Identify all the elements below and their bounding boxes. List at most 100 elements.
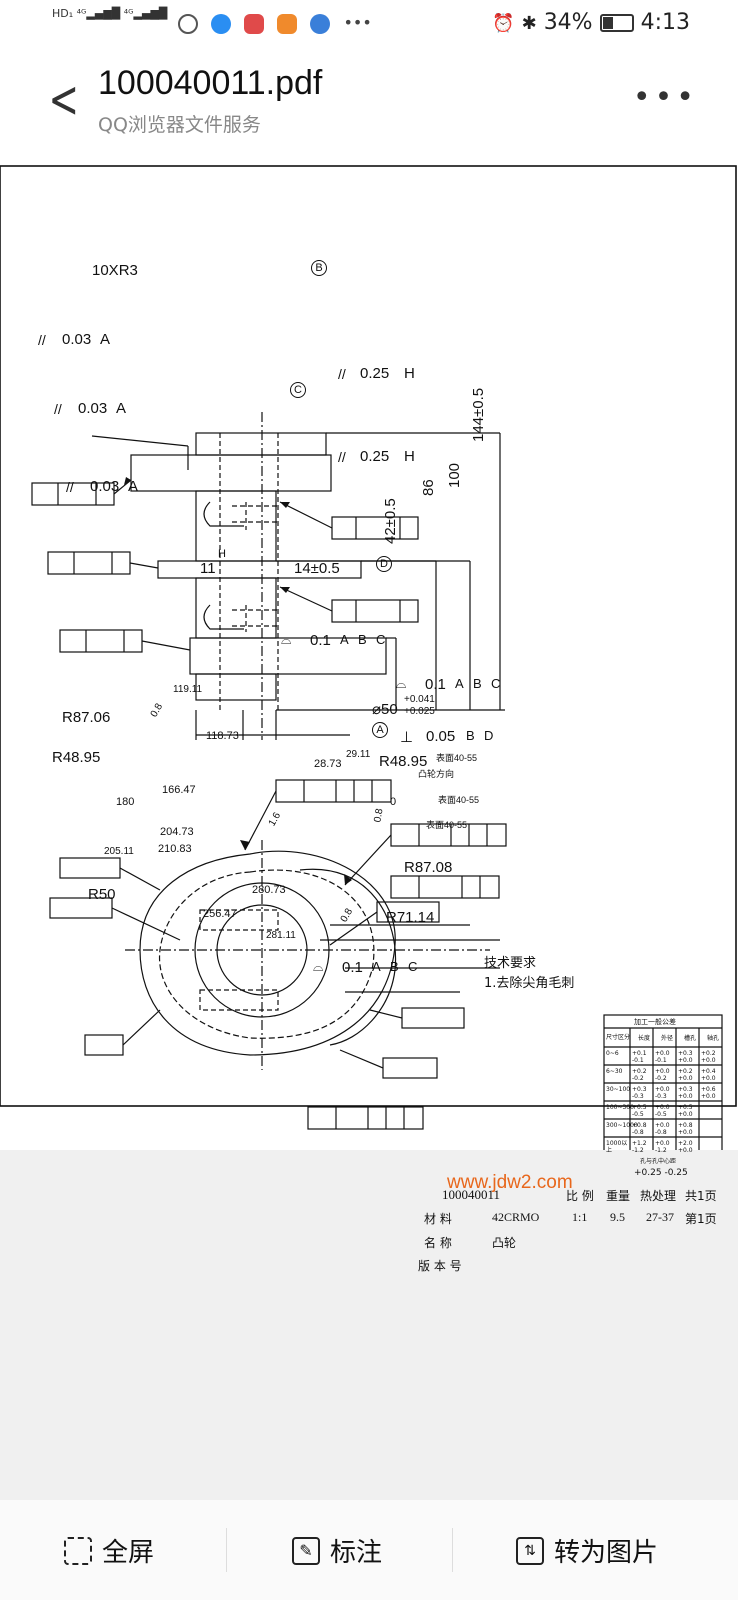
tol-cell: +0.0 -0.8 bbox=[655, 1122, 670, 1136]
dim-86: 86 bbox=[420, 479, 437, 496]
annotate-button[interactable]: ✎ 标注 bbox=[292, 1532, 382, 1569]
parallel-icon: // bbox=[54, 401, 62, 417]
surface-note-2: 表面40-55 bbox=[438, 795, 480, 805]
annotate-label: 标注 bbox=[330, 1538, 383, 1568]
angle-119: 119.11 bbox=[173, 684, 203, 695]
back-arrow-icon[interactable]: < bbox=[48, 70, 80, 130]
profile-icon: ⌓ bbox=[313, 959, 324, 974]
tol-cell: +0.1 -0.1 bbox=[632, 1050, 647, 1064]
angle-28: 28.73 bbox=[314, 758, 342, 770]
radius-48-95-b: R48.95 bbox=[379, 753, 428, 770]
tol-cell: +0.3 +0.0 bbox=[678, 1086, 693, 1100]
tol-cell: +0.2 +0.0 bbox=[678, 1068, 693, 1082]
bluetooth-icon: ✱ bbox=[521, 13, 537, 34]
diameter-lower: +0.025 bbox=[404, 706, 435, 717]
tol-cell: 6~30 bbox=[606, 1068, 623, 1075]
battery-percent: 34% bbox=[543, 10, 593, 35]
tol-cell: +0.2 -0.2 bbox=[632, 1068, 647, 1082]
diameter-upper: +0.041 bbox=[404, 694, 435, 705]
overflow-icon: ••• bbox=[343, 13, 372, 32]
angle-281: 281.11 bbox=[266, 930, 296, 941]
scale-label: 比 例 bbox=[566, 1189, 594, 1203]
battery-icon bbox=[599, 14, 634, 32]
tol-parallel-2: 0.03 bbox=[78, 400, 108, 417]
datum-ref-h-2: H bbox=[404, 448, 415, 465]
radius-87-08: R87.08 bbox=[404, 859, 453, 876]
datum-ref-h-1: H bbox=[404, 365, 415, 382]
tol-cell: 0~6 bbox=[606, 1050, 619, 1057]
angle-0: 0 bbox=[390, 796, 397, 808]
tol-perp: 0.05 bbox=[426, 728, 456, 745]
datum-ref-a-6: A bbox=[372, 959, 381, 974]
angle-118: 118.73 bbox=[206, 730, 239, 742]
tol-cell: +0.4 +0.0 bbox=[701, 1068, 716, 1082]
scale-value: 1:1 bbox=[572, 1210, 588, 1224]
datum-ref-d-1: D bbox=[484, 728, 494, 743]
tol-header-1: 长度 bbox=[638, 1035, 651, 1042]
heat-label: 热处理 bbox=[640, 1189, 677, 1203]
tol-cell: 30~100 bbox=[606, 1086, 631, 1093]
radius-71-14: R71.14 bbox=[386, 909, 435, 926]
material-label: 材 料 bbox=[424, 1212, 452, 1226]
tol-cell: +0.8 -0.8 bbox=[632, 1122, 647, 1136]
fullscreen-icon bbox=[64, 1536, 92, 1565]
datum-a-marker: A bbox=[372, 722, 388, 738]
version-label: 版 本 号 bbox=[418, 1259, 462, 1273]
signal-icon: HD₁ ⁴ᴳ▂▄▆█ ⁴ᴳ▂▄▆█ bbox=[52, 7, 168, 20]
convert-to-image-label: 转为图片 bbox=[554, 1538, 659, 1568]
profile-icon: ⌓ bbox=[281, 632, 292, 647]
total-pages: 共1页 bbox=[685, 1189, 717, 1203]
weight-label: 重量 bbox=[606, 1189, 631, 1203]
status-bar: HD₁ ⁴ᴳ▂▄▆█ ⁴ᴳ▂▄▆█ ••• ⏰ ✱ 34% 4:13 bbox=[0, 0, 738, 50]
tol-cell: +0.3 -0.3 bbox=[632, 1086, 647, 1100]
dim-100: 100 bbox=[446, 462, 463, 488]
alarm-icon: ⏰ bbox=[492, 13, 515, 34]
datum-d-marker: D bbox=[376, 556, 392, 572]
tol-cell: 1000以上 bbox=[606, 1140, 628, 1154]
datum-ref-c-2: C bbox=[491, 676, 501, 691]
fullscreen-button[interactable]: 全屏 bbox=[64, 1532, 154, 1569]
tol-parallel-4: 0.25 bbox=[360, 365, 390, 382]
datum-c-marker: C bbox=[290, 382, 306, 398]
network-indicator: HD₁ ⁴ᴳ▂▄▆█ ⁴ᴳ▂▄▆█ bbox=[52, 6, 167, 20]
angle-204: 204.73 bbox=[160, 826, 194, 838]
tol-header-4: 轴孔 bbox=[707, 1035, 720, 1042]
tech-requirements-title: 技术要求 bbox=[484, 956, 537, 971]
convert-to-image-button[interactable]: ⇅ 转为图片 bbox=[516, 1532, 658, 1569]
name-value: 凸轮 bbox=[492, 1236, 517, 1250]
k-app-icon bbox=[178, 13, 198, 34]
tol-parallel-3: 0.03 bbox=[90, 478, 120, 495]
heat-value: 27-37 bbox=[646, 1210, 674, 1224]
tol-profile-2: 0.1 bbox=[425, 676, 446, 693]
more-dots-icon[interactable]: ••• bbox=[632, 80, 698, 115]
name-label: 名 称 bbox=[424, 1236, 452, 1250]
datum-ref-a-3: A bbox=[128, 478, 139, 495]
angle-256: 256.47 bbox=[203, 908, 237, 920]
tol-cell: +2.0 +0.0 bbox=[678, 1140, 693, 1154]
tol-header-2: 外径 bbox=[661, 1035, 674, 1042]
tol-cell: 300~1000 bbox=[606, 1122, 638, 1129]
fillet-label: 10XR3 bbox=[92, 262, 138, 279]
parallel-icon: // bbox=[338, 366, 346, 382]
tol-cell: +1.2 -1.2 bbox=[632, 1140, 647, 1154]
angle-166: 166.47 bbox=[162, 784, 196, 796]
dim-144: 144±0.5 bbox=[470, 387, 487, 442]
tol-cell: +0.8 +0.0 bbox=[678, 1122, 693, 1136]
tol-cell: +0.0 -0.2 bbox=[655, 1068, 670, 1082]
pdf-page[interactable]: 10XR3 B // 0.03 A // 0.03 A // 0.03 A //… bbox=[0, 150, 738, 1273]
fullscreen-label: 全屏 bbox=[102, 1538, 155, 1568]
tech-requirement-1: 1.去除尖角毛刺 bbox=[484, 976, 575, 991]
datum-ref-b-3: B bbox=[466, 728, 475, 743]
tol-profile-3: 0.1 bbox=[342, 959, 363, 976]
red-app-icon bbox=[244, 13, 265, 34]
angle-210: 210.83 bbox=[158, 843, 192, 855]
datum-ref-a-4: A bbox=[340, 632, 349, 647]
image-convert-icon: ⇅ bbox=[516, 1536, 544, 1565]
weight-value: 9.5 bbox=[610, 1210, 625, 1224]
edit-pencil-icon: ✎ bbox=[292, 1536, 320, 1565]
datum-ref-b-1: B bbox=[358, 632, 367, 647]
angle-29: 29.11 bbox=[346, 749, 371, 760]
roughness-3: 0.8 bbox=[338, 906, 356, 925]
play-app-icon bbox=[277, 13, 298, 34]
datum-ref-b-4: B bbox=[390, 959, 399, 974]
